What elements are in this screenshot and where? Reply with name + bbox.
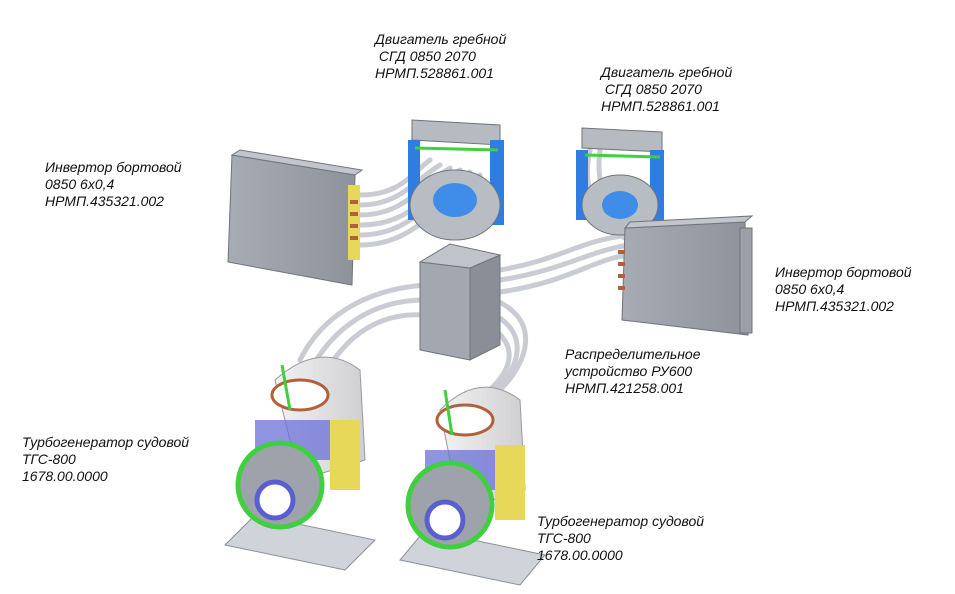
label-line: устройство РУ600	[565, 363, 693, 379]
turbogenerator-right[interactable]	[399, 386, 546, 586]
label-line: Распределительное	[565, 346, 701, 362]
label-line: НРМП.421258.001	[565, 380, 684, 396]
propulsion-motor-left[interactable]	[408, 119, 504, 241]
label-line: НРМП.528861.001	[375, 65, 494, 81]
distribution-unit[interactable]	[418, 243, 502, 361]
label-line: Инвертор бортовой	[45, 159, 182, 175]
propulsion-motor-right[interactable]	[576, 127, 664, 236]
label-line: Турбогенератор судовой	[22, 434, 190, 450]
label-line: 0850 6х0,4	[45, 176, 115, 192]
label-line: НРМП.435321.002	[45, 193, 164, 209]
label-line: СГД 0850 2070	[375, 48, 476, 64]
inverter-right[interactable]	[618, 215, 754, 336]
label-line: СГД 0850 2070	[601, 81, 702, 97]
label-line: Двигатель гребной	[375, 31, 507, 47]
label-line: ТГС-800	[537, 530, 591, 546]
label-line: 1678.00.0000	[537, 547, 623, 563]
label-line: НРМП.435321.002	[775, 298, 894, 314]
label-line: Инвертор бортовой	[775, 264, 912, 280]
label-line: ТГС-800	[22, 451, 76, 467]
turbogenerator-left[interactable]	[223, 356, 377, 571]
label-line: 0850 6х0,4	[775, 281, 845, 297]
label-line: Двигатель гребной	[601, 64, 733, 80]
inverter-left[interactable]	[227, 149, 364, 286]
label-line: 1678.00.0000	[22, 468, 108, 484]
label-line: Турбогенератор судовой	[537, 513, 705, 529]
label-line: НРМП.528861.001	[601, 98, 720, 114]
